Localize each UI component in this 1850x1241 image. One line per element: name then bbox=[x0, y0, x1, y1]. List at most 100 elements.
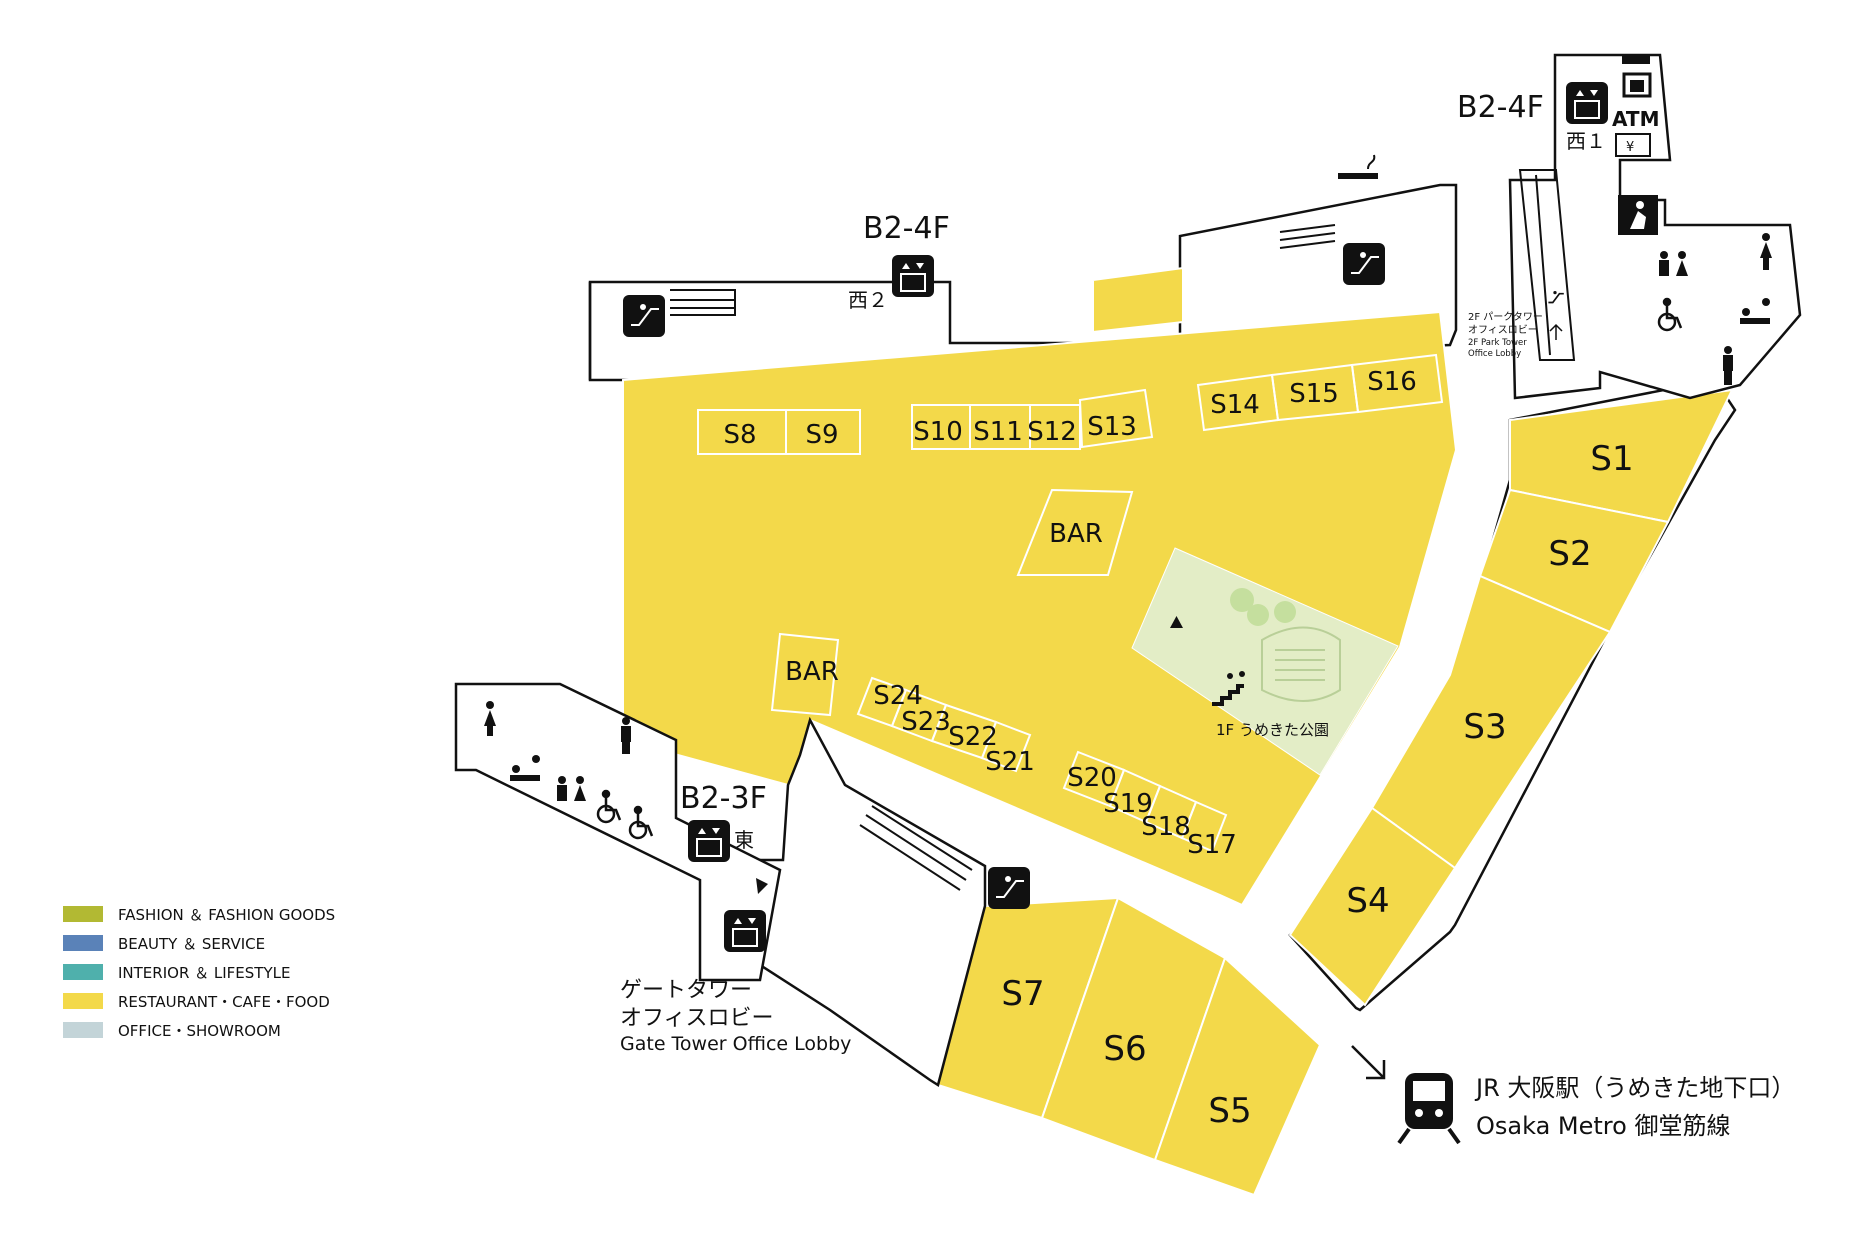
escalator-icon[interactable] bbox=[988, 867, 1030, 909]
svg-text:2F Park Tower: 2F Park Tower bbox=[1468, 338, 1527, 348]
legend-swatch-restaurant bbox=[63, 993, 103, 1009]
shop-s22-label: S22 bbox=[948, 722, 998, 752]
shop-s19-label: S19 bbox=[1103, 789, 1153, 819]
corridor-southwest bbox=[718, 716, 987, 1087]
park-area bbox=[1131, 547, 1399, 776]
legend-swatch-fashion bbox=[63, 906, 103, 922]
park-label: 1F うめきた公園 bbox=[1216, 721, 1329, 739]
shop-s24-label: S24 bbox=[873, 681, 923, 711]
shop-s4-label: S4 bbox=[1346, 881, 1389, 921]
shop-s18-label: S18 bbox=[1141, 812, 1191, 842]
floor-label-west2: B2-4F bbox=[863, 211, 950, 246]
food-hall-main[interactable] bbox=[622, 310, 1458, 907]
shop-s4[interactable] bbox=[1288, 806, 1457, 1007]
svg-text:Gate Tower Office Lobby: Gate Tower Office Lobby bbox=[620, 1033, 851, 1055]
park-trees bbox=[1230, 588, 1296, 626]
atm-icon: ATM ¥ bbox=[1612, 107, 1659, 157]
shop-s10-label: S10 bbox=[913, 417, 963, 447]
arrow-up-icon bbox=[1549, 323, 1563, 340]
floor-label-east: B2-3F bbox=[680, 781, 767, 816]
gate-tower-lobby-label: ゲートタワー オフィスロビー Gate Tower Office Lobby bbox=[620, 978, 851, 1055]
prayer-room-icon bbox=[1618, 195, 1658, 235]
mens-restroom-icon bbox=[1723, 346, 1733, 385]
kiosk-row-south bbox=[856, 676, 1228, 853]
legend-swatch-beauty bbox=[63, 935, 103, 951]
park-stage bbox=[1261, 626, 1341, 702]
floor-label-west1: B2-4F bbox=[1457, 90, 1544, 125]
svg-text:ATM: ATM bbox=[1612, 107, 1659, 131]
mens-restroom-icon bbox=[621, 717, 631, 754]
bar-label-north: BAR bbox=[1049, 519, 1103, 549]
escalator-lines-center bbox=[1279, 224, 1336, 249]
escalator-lines-south bbox=[859, 805, 973, 891]
legend: FASHION ＆ FASHION GOODS BEAUTY ＆ SERVICE… bbox=[63, 906, 335, 1040]
elevator-label-east: 東 bbox=[734, 828, 754, 852]
locker-icon bbox=[1622, 56, 1652, 98]
svg-text:オフィスロビー: オフィスロビー bbox=[1468, 324, 1538, 336]
family-restroom-icon bbox=[557, 776, 586, 801]
shop-s23-label: S23 bbox=[901, 707, 951, 737]
elevator-icon[interactable] bbox=[1566, 82, 1608, 124]
shop-s21-label: S21 bbox=[985, 747, 1035, 777]
shop-s1-label: S1 bbox=[1590, 439, 1633, 479]
legend-label-office: OFFICE・SHOWROOM bbox=[118, 1022, 281, 1040]
park-marker-icon bbox=[1170, 616, 1183, 628]
shop-s16-label: S16 bbox=[1367, 367, 1417, 397]
smoking-icon bbox=[1338, 154, 1378, 179]
shop-s17-label: S17 bbox=[1187, 830, 1237, 860]
shop-s14-label: S14 bbox=[1210, 390, 1260, 420]
bar-island-south[interactable] bbox=[770, 632, 840, 717]
entrance-marker-icon bbox=[756, 878, 768, 894]
shop-s20-label: S20 bbox=[1067, 763, 1117, 793]
legend-label-beauty: BEAUTY ＆ SERVICE bbox=[118, 935, 265, 953]
accessible-restroom-icon bbox=[596, 789, 622, 824]
shop-s2-label: S2 bbox=[1548, 534, 1591, 574]
shop-s6-label: S6 bbox=[1103, 1029, 1146, 1069]
elevator-icon[interactable] bbox=[892, 255, 934, 297]
womens-restroom-icon bbox=[484, 701, 496, 736]
svg-text:¥: ¥ bbox=[1626, 140, 1634, 155]
accessible-restroom-icon bbox=[628, 805, 654, 840]
legend-swatch-interior bbox=[63, 964, 103, 980]
legend-label-restaurant: RESTAURANT・CAFE・FOOD bbox=[118, 993, 330, 1011]
svg-text:オフィスロビー: オフィスロビー bbox=[620, 1006, 774, 1031]
exit-label-jr: JR 大阪駅（うめきた地下口） bbox=[1474, 1074, 1795, 1102]
exit-arrow-icon bbox=[1351, 1045, 1386, 1080]
stairs-icon bbox=[1212, 671, 1245, 706]
food-hall-annex[interactable] bbox=[1092, 266, 1184, 334]
shop-s13-label: S13 bbox=[1087, 412, 1137, 442]
park-tower-lobby-label: 2F パークタワー オフィスロビー 2F Park Tower Office L… bbox=[1468, 311, 1543, 359]
family-restroom-icon bbox=[1659, 251, 1688, 276]
shop-s9-label: S9 bbox=[805, 420, 838, 450]
svg-text:ゲートタワー: ゲートタワー bbox=[620, 978, 752, 1003]
legend-swatch-office bbox=[63, 1022, 103, 1038]
shop-s12-label: S12 bbox=[1027, 417, 1077, 447]
escalator-icon[interactable] bbox=[623, 295, 665, 337]
elevator-label-west1: 西１ bbox=[1566, 129, 1606, 153]
bar-island-north[interactable] bbox=[1016, 488, 1134, 576]
elevator-icon[interactable] bbox=[688, 820, 730, 862]
train-icon bbox=[1397, 1073, 1461, 1145]
shop-s7-label: S7 bbox=[1001, 974, 1044, 1014]
baby-changing-icon bbox=[1740, 298, 1770, 324]
shop-s5[interactable] bbox=[1153, 956, 1322, 1197]
svg-text:Office Lobby: Office Lobby bbox=[1468, 349, 1521, 359]
escalator-lines-west bbox=[670, 289, 736, 316]
accessible-restroom-icon bbox=[1657, 297, 1683, 332]
womens-restroom-icon bbox=[1760, 233, 1772, 270]
legend-label-fashion: FASHION ＆ FASHION GOODS bbox=[118, 906, 335, 924]
shop-s11-label: S11 bbox=[973, 417, 1023, 447]
kiosk-row-north bbox=[697, 353, 1444, 455]
elevator-icon[interactable] bbox=[724, 910, 766, 952]
shop-s3-label: S3 bbox=[1463, 707, 1506, 747]
escalator-icon[interactable] bbox=[1548, 290, 1564, 304]
elevator-label-west2: 西２ bbox=[848, 288, 888, 312]
shop-s15-label: S15 bbox=[1289, 379, 1339, 409]
svg-text:2F パークタワー: 2F パークタワー bbox=[1468, 311, 1543, 323]
exit-label-metro: Osaka Metro 御堂筋線 bbox=[1476, 1112, 1730, 1140]
escalator-icon[interactable] bbox=[1343, 243, 1385, 285]
baby-changing-icon bbox=[510, 755, 540, 781]
bar-label-south: BAR bbox=[785, 657, 839, 687]
escalator-lines-east bbox=[1518, 169, 1576, 361]
